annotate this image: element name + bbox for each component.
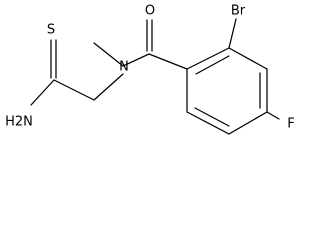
bond-ring-br <box>228 18 237 49</box>
bond-c-nh2 <box>30 79 55 106</box>
amine-label: H2N <box>5 115 33 130</box>
ring-bond-2 <box>228 47 268 70</box>
bond-carbonyl-ring <box>148 53 188 70</box>
aromatic-inner-bond-1 <box>195 55 230 75</box>
bond-n-carbonyl <box>122 53 150 67</box>
chemical-structure: S H2N N O Br F <box>5 4 295 135</box>
oxygen-label: O <box>145 4 155 19</box>
ring-bond-5 <box>186 111 230 135</box>
fluorine-label: F <box>287 117 294 132</box>
ring-bond-4 <box>228 111 268 135</box>
bromine-label: Br <box>231 4 246 19</box>
nitrogen-label: N <box>119 60 129 75</box>
structure-canvas: S H2N N O Br F <box>5 3 295 135</box>
bond-ch2-n <box>93 73 124 101</box>
bond-ring-f <box>266 111 280 120</box>
aromatic-inner-bond-3 <box>194 107 230 127</box>
bond-n-methyl <box>93 42 124 67</box>
atom-label-layer: S H2N N O Br F <box>5 4 295 132</box>
ring-bond-1 <box>186 47 230 70</box>
bond-layer <box>30 18 280 135</box>
bond-c-ch2 <box>53 79 95 101</box>
sulfur-label: S <box>47 23 55 38</box>
